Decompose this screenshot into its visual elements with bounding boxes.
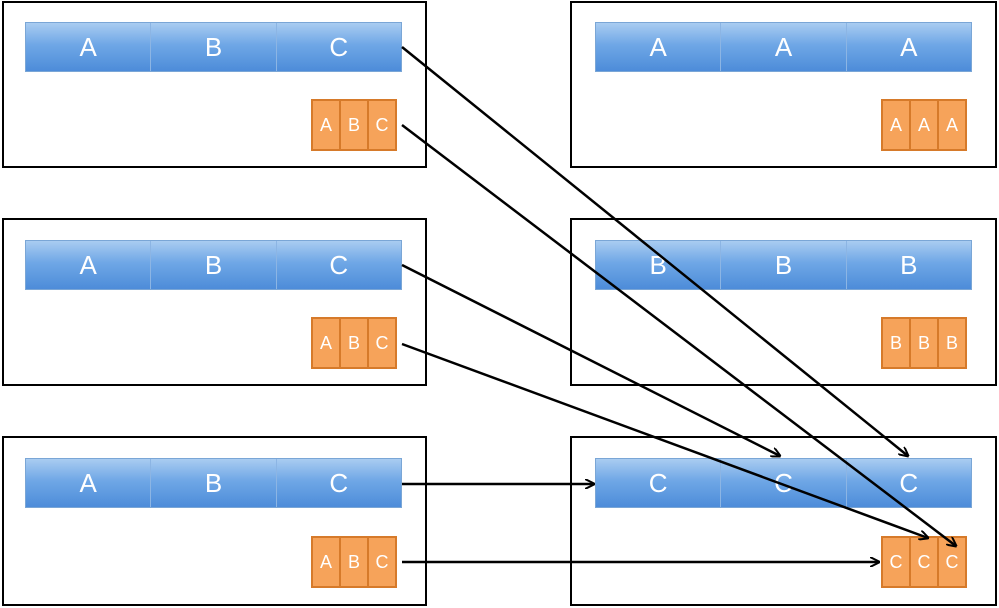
- bar-cell: B: [721, 241, 847, 289]
- bar-cell: B: [151, 241, 277, 289]
- chunk-cell: C: [367, 536, 397, 588]
- bar-cell: C: [899, 467, 919, 498]
- chunk-cell: B: [881, 317, 911, 369]
- left-chunk-2: A B C: [311, 317, 397, 369]
- chunk-cell: C: [937, 536, 967, 588]
- chunk-cell: A: [937, 99, 967, 151]
- bar-cell: C: [721, 459, 847, 507]
- left-bar-3: A B C: [25, 458, 402, 508]
- bar-cell: A: [26, 23, 152, 71]
- right-chunk-2: B B B: [881, 317, 967, 369]
- chunk-cell: B: [339, 99, 369, 151]
- chunk-cell: A: [881, 99, 911, 151]
- right-chunk-3: C C C: [881, 536, 967, 588]
- bar-cell: C: [329, 249, 349, 280]
- left-bar-2: A B C: [25, 240, 402, 290]
- bar-cell: A: [721, 23, 847, 71]
- bar-cell: C: [329, 31, 349, 62]
- bar-cell: A: [26, 241, 152, 289]
- bar-cell: A: [596, 23, 722, 71]
- bar-cell: A: [26, 459, 152, 507]
- chunk-cell: A: [311, 99, 341, 151]
- right-chunk-1: A A A: [881, 99, 967, 151]
- bar-cell: C: [329, 467, 349, 498]
- bar-cell: B: [900, 249, 918, 280]
- chunk-cell: A: [311, 536, 341, 588]
- bar-cell: C: [596, 459, 722, 507]
- chunk-cell: C: [367, 99, 397, 151]
- chunk-cell: A: [311, 317, 341, 369]
- bar-cell: A: [900, 31, 918, 62]
- left-bar-1: A B C: [25, 22, 402, 72]
- chunk-cell: C: [881, 536, 911, 588]
- chunk-cell: B: [339, 317, 369, 369]
- chunk-cell: C: [367, 317, 397, 369]
- chunk-cell: B: [909, 317, 939, 369]
- chunk-cell: B: [339, 536, 369, 588]
- bar-cell: B: [596, 241, 722, 289]
- bar-cell: B: [151, 23, 277, 71]
- chunk-cell: B: [937, 317, 967, 369]
- chunk-cell: A: [909, 99, 939, 151]
- right-bar-1: A A A: [595, 22, 972, 72]
- right-bar-2: B B B: [595, 240, 972, 290]
- bar-cell: B: [151, 459, 277, 507]
- chunk-cell: C: [909, 536, 939, 588]
- left-chunk-3: A B C: [311, 536, 397, 588]
- left-chunk-1: A B C: [311, 99, 397, 151]
- right-bar-3: C C C: [595, 458, 972, 508]
